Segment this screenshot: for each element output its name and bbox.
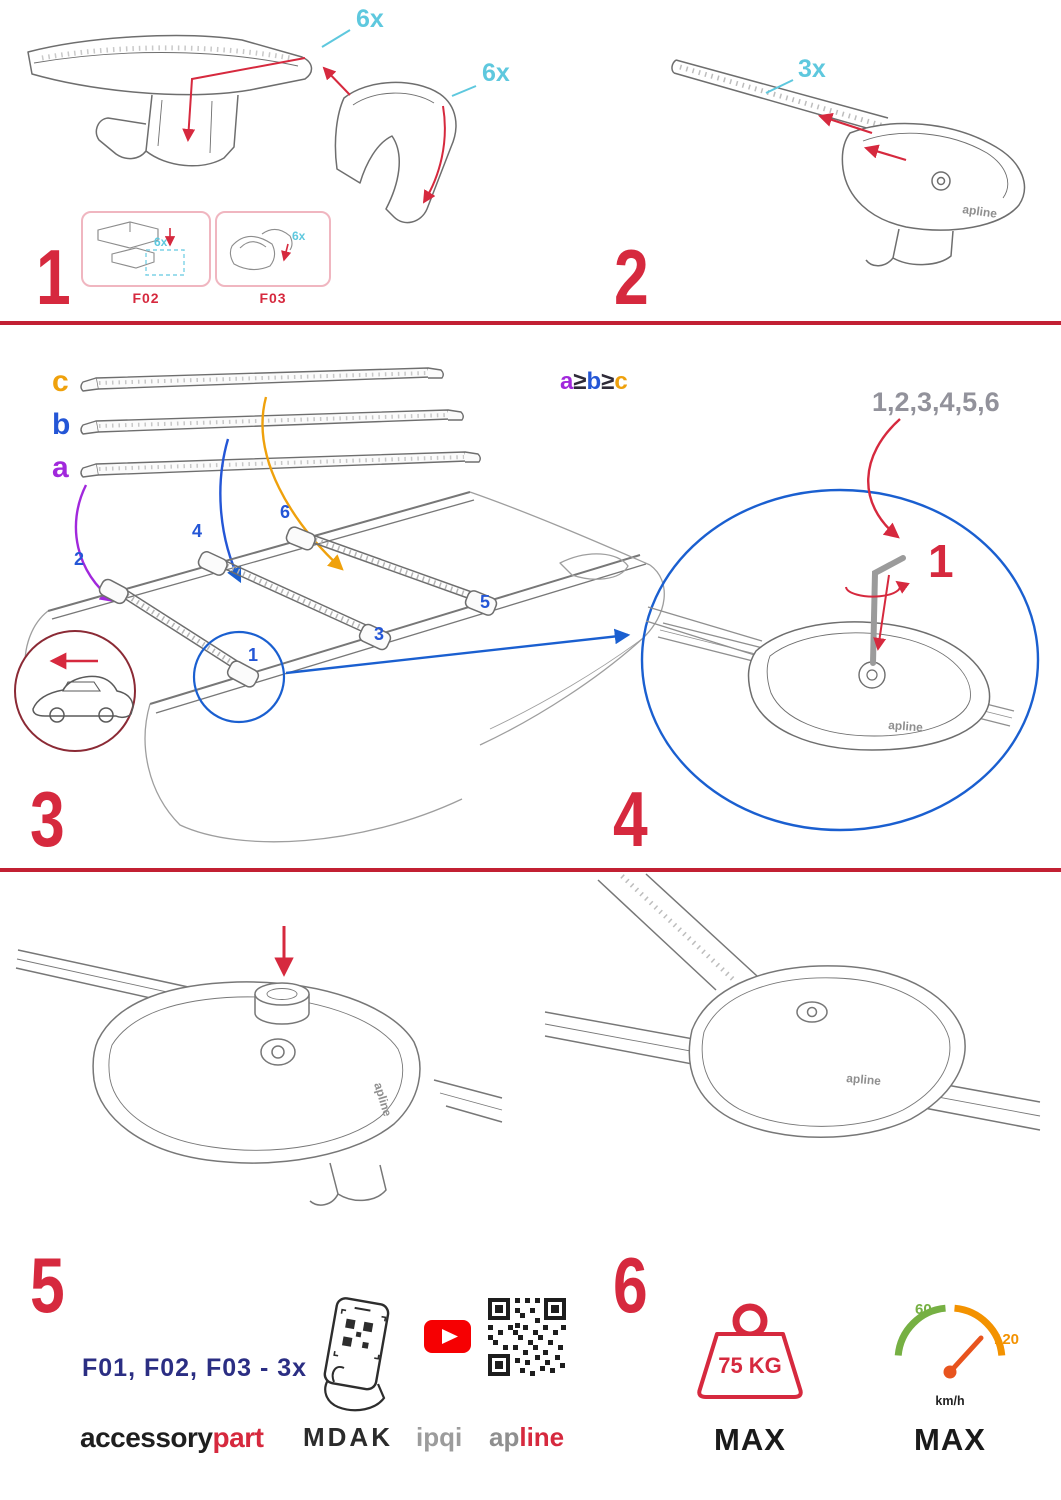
arrow-c-to-position <box>261 396 344 571</box>
tightening-sequence: 1,2,3,4,5,6 <box>872 387 1000 417</box>
step2-slide-arrows <box>817 112 907 162</box>
bar-label-c: c <box>52 365 69 398</box>
size-order-rule: a≥b≥c <box>560 368 628 395</box>
step6-drawing <box>544 873 1041 1138</box>
band3-artwork: apline apline 5 6 F01, F02, F03 - 3x <box>15 873 1041 1457</box>
svg-text:3: 3 <box>374 624 384 644</box>
step6-number: 6 <box>613 1241 648 1328</box>
box-f03-qty-label: 6x <box>292 229 306 243</box>
band2-artwork: c b a a≥b≥c <box>14 365 1040 863</box>
section-divider-1 <box>0 321 1061 325</box>
svg-text:6: 6 <box>613 1241 646 1328</box>
press-arrow <box>873 574 890 651</box>
kit-note: F01, F02, F03 - 3x <box>82 1354 307 1382</box>
box-f02-qty-label: 6x <box>154 235 168 249</box>
car-orientation-inset <box>14 630 136 752</box>
step1-cover-qty-label: 6x <box>482 59 510 87</box>
brand-accessorypart: accessorypart <box>80 1422 264 1453</box>
sequence-arrow <box>867 418 901 539</box>
step3-mounted-crossbars <box>98 526 498 688</box>
speedometer-needle <box>947 1335 984 1375</box>
youtube-icon <box>424 1320 471 1353</box>
max-load-label: MAX <box>714 1422 786 1457</box>
speed-unit-label: km/h <box>935 1394 964 1408</box>
bar-label-b: b <box>52 408 70 441</box>
step3-number: 3 <box>30 775 65 862</box>
step4-first-position: 1 <box>928 535 954 587</box>
svg-text:1: 1 <box>248 645 258 665</box>
svg-text:1: 1 <box>36 233 70 320</box>
position1-highlight-circle <box>192 630 286 724</box>
hex-key <box>870 555 906 666</box>
svg-text:2: 2 <box>614 233 647 320</box>
max-speed-label: MAX <box>914 1422 986 1457</box>
box-f02-label: F02 <box>132 290 159 306</box>
svg-text:4: 4 <box>613 775 647 862</box>
svg-text:3: 3 <box>30 775 63 862</box>
speed-high-label: 120 <box>994 1331 1019 1348</box>
svg-text:4: 4 <box>192 521 202 541</box>
detail-callout-arrow <box>285 628 631 675</box>
box-f03-arrow <box>281 243 292 262</box>
svg-text:2: 2 <box>74 549 84 569</box>
step1-crossbar-end-drawing <box>27 34 457 224</box>
band1-artwork: 6x 6x 6x F02 6x F03 <box>27 5 1026 321</box>
bar-label-a: a <box>52 451 69 484</box>
speed-low-label: 60 <box>915 1301 932 1318</box>
adjustment-knob <box>254 982 310 1025</box>
step1-qty-leader-lines <box>321 29 477 97</box>
step1-part-box-f02: 6x <box>81 211 211 287</box>
step4-number: 4 <box>613 775 649 862</box>
step3-position-numbers: 2 4 6 1 3 5 <box>74 502 490 665</box>
rotate-arrow <box>845 580 910 598</box>
max-load-icon: 75 KG <box>697 1303 803 1399</box>
brand-ipqi: ipqi <box>416 1422 462 1452</box>
svg-text:6: 6 <box>280 502 290 522</box>
step4-detail-drawing: apline <box>640 488 1040 832</box>
step1-part-box-f03: 6x <box>215 211 331 287</box>
step1-number: 1 <box>36 233 71 320</box>
step2-bar-drawing <box>671 59 1026 267</box>
step2-number: 2 <box>614 233 649 320</box>
step2-foot-logo: apline <box>962 202 999 221</box>
brand-mdak: MDAK <box>303 1422 393 1452</box>
max-load-value: 75 KG <box>718 1353 782 1378</box>
qr-code <box>488 1298 566 1376</box>
step3-bars-drawing <box>80 367 481 478</box>
step1-assembly-arrows <box>182 57 446 204</box>
step5-number: 5 <box>30 1241 65 1328</box>
svg-text:5: 5 <box>30 1241 64 1328</box>
brand-apline: apline <box>489 1422 564 1452</box>
step4-foot-logo: apline <box>888 718 924 734</box>
step2-qty-label: 3x <box>798 55 826 83</box>
max-speed-icon: 60 120 km/h <box>894 1301 1019 1408</box>
section-divider-2 <box>0 868 1061 872</box>
step5-drawing <box>15 949 503 1206</box>
phone-scan-icon <box>323 1297 390 1412</box>
box-f03-label: F03 <box>259 290 286 306</box>
step2-qty-leader <box>765 79 794 94</box>
step1-cap-qty-label: 6x <box>356 5 384 33</box>
svg-text:5: 5 <box>480 592 490 612</box>
step6-foot-logo: apline <box>846 1071 882 1088</box>
